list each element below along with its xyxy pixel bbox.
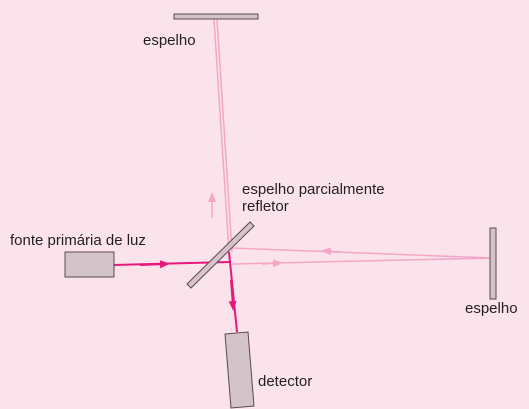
beam-vertical-outbound [213, 18, 230, 253]
components [64, 13, 497, 409]
beam-splitter-to-detector [228, 251, 238, 333]
beam-horizontal-left-arrow [321, 247, 341, 256]
beam-vertical-return [216, 18, 233, 253]
right-mirror [489, 227, 497, 300]
strong-beams [113, 251, 238, 333]
beam-horizontal-return [231, 247, 493, 259]
faint-beams [208, 18, 493, 268]
beam-detector-arrow [228, 279, 237, 311]
detector-box [224, 331, 255, 409]
label-beam-splitter-line1: espelho parcialmente [242, 181, 385, 198]
label-light-source: fonte primária de luz [10, 232, 146, 249]
light-source-box [64, 251, 115, 278]
label-beam-splitter-line2: refletor [242, 198, 289, 215]
label-right-mirror: espelho [465, 300, 518, 317]
label-top-mirror: espelho [143, 32, 196, 49]
beam-horizontal-right-arrow [261, 259, 283, 268]
label-detector: detector [258, 373, 313, 390]
beam-splitter [186, 221, 255, 289]
beam-source-arrow [139, 260, 170, 269]
top-mirror [173, 13, 259, 20]
